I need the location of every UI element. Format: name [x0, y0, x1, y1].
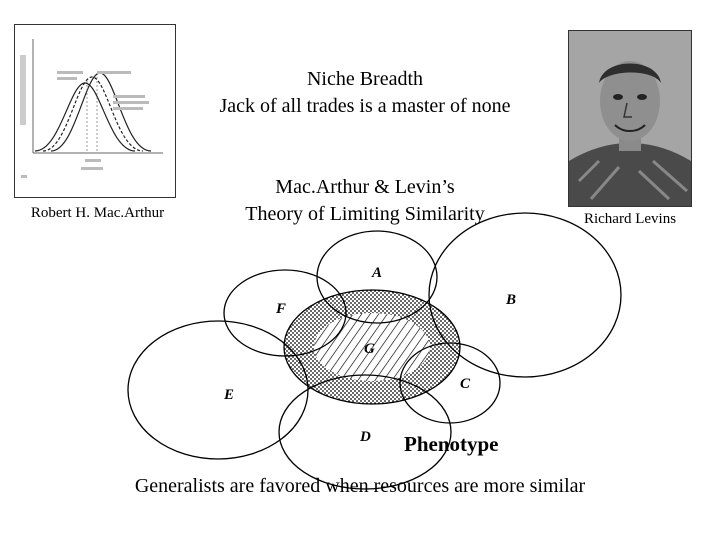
label-g: G	[364, 341, 375, 357]
phenotype-label: Phenotype	[404, 432, 499, 456]
label-c: C	[460, 376, 471, 392]
niche-circle-b	[428, 212, 622, 378]
label-d: D	[359, 429, 371, 445]
subtitle-line-1: Mac.Arthur & Levin’s	[275, 176, 455, 198]
title-line-1: Niche Breadth	[306, 68, 424, 90]
niche-circle-a	[316, 230, 438, 324]
caption-macarthur: Robert H. Mac.Arthur	[30, 205, 165, 221]
caption-levins: Richard Levins	[583, 211, 677, 227]
theory-subtitle: Mac.Arthur & Levin’s Theory of Limiting …	[190, 174, 540, 228]
levins-portrait-photo	[568, 30, 692, 207]
title-line-2: Jack of all trades is a master of none	[219, 95, 511, 117]
niche-g-core-hatch	[314, 313, 430, 381]
label-a: A	[371, 265, 382, 281]
niche-circle-d	[278, 374, 452, 490]
niche-circle-g	[283, 289, 461, 405]
macarthur-curves-image	[14, 24, 176, 198]
slide-title: Niche Breadth Jack of all trades is a ma…	[150, 66, 580, 120]
bell-curves-graphic	[20, 39, 163, 178]
label-f: F	[275, 301, 286, 317]
footer-statement: Generalists are favored when resources a…	[134, 475, 586, 497]
niche-circle-e	[127, 320, 309, 460]
label-e: E	[223, 387, 234, 403]
subtitle-line-2: Theory of Limiting Similarity	[245, 203, 485, 225]
label-b: B	[505, 292, 516, 308]
portrait-graphic	[569, 31, 691, 206]
